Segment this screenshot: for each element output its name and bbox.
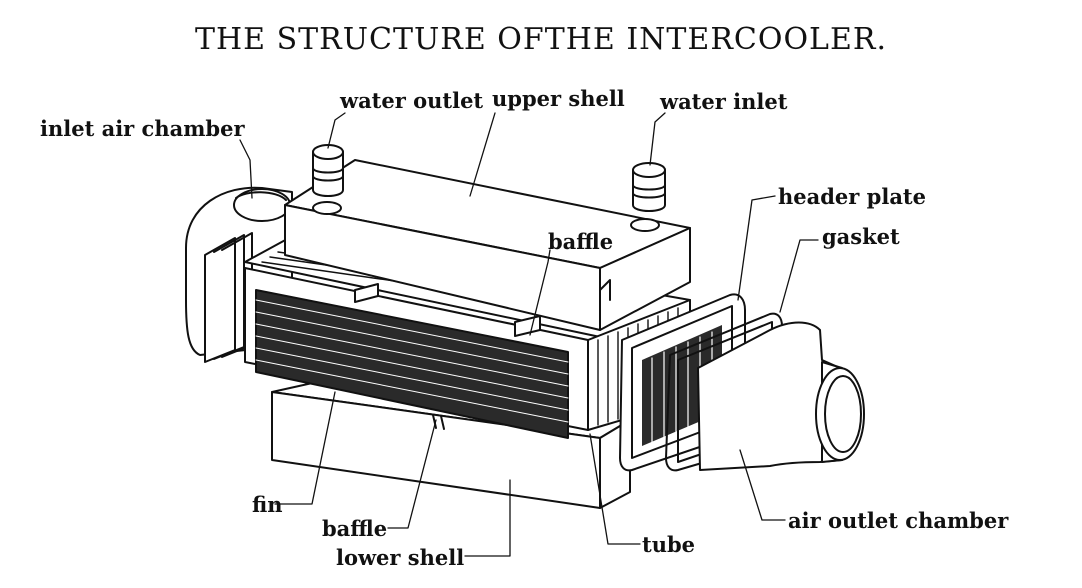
label-gasket: gasket [822, 224, 900, 249]
label-water-outlet: water outlet [340, 88, 484, 113]
water-outlet-pipe-drawing [312, 144, 344, 197]
upper-shell-drawing [284, 159, 691, 331]
label-tube: tube [642, 532, 696, 557]
diagram-title: THE STRUCTURE OFTHE INTERCOOLER. [194, 22, 887, 57]
label-fin: fin [252, 492, 283, 517]
label-lower-shell: lower shell [336, 545, 465, 570]
label-inlet-air-chamber: inlet air chamber [40, 116, 245, 141]
label-baffle-bottom: baffle [322, 516, 388, 541]
label-baffle-top: baffle [548, 229, 614, 254]
label-upper-shell: upper shell [492, 86, 625, 111]
label-header-plate: header plate [778, 184, 926, 209]
leader-lines [239, 112, 819, 557]
air-outlet-chamber-drawing [697, 321, 865, 471]
label-air-outlet-chamber: air outlet chamber [788, 508, 1009, 533]
water-inlet-pipe-drawing [632, 162, 666, 212]
label-water-inlet: water inlet [660, 89, 788, 114]
